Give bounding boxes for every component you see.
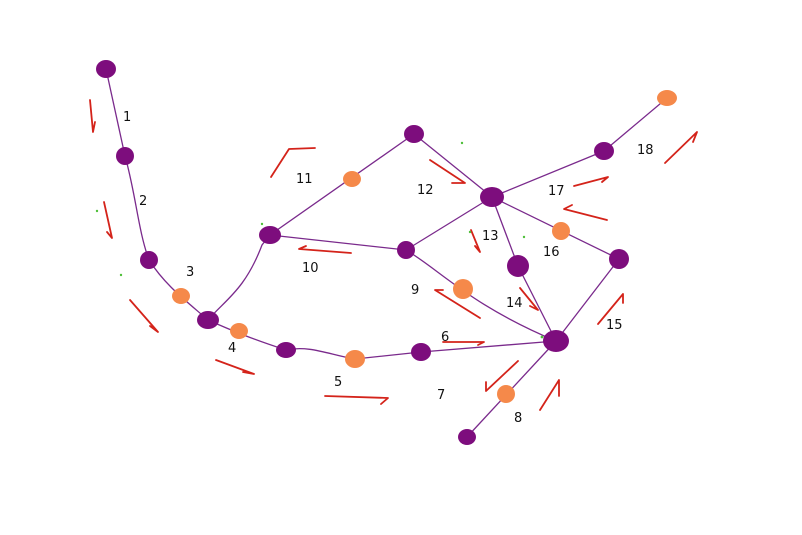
edge-label-11: 11 xyxy=(296,172,313,187)
midpoint-node xyxy=(453,279,473,299)
junction-node xyxy=(140,251,158,269)
direction-arrow-13 xyxy=(470,229,481,253)
edge-10-line xyxy=(269,234,407,251)
direction-arrow-17 xyxy=(573,176,609,187)
edge-11-line xyxy=(207,133,415,321)
edge-label-3: 3 xyxy=(186,265,194,280)
edge-4-line xyxy=(207,319,287,351)
edge-label-18: 18 xyxy=(637,143,654,158)
edge-label-6: 6 xyxy=(441,330,449,345)
direction-arrow-7 xyxy=(485,360,519,392)
junction-node xyxy=(543,330,569,352)
direction-arrow-14 xyxy=(519,287,539,311)
junction-node xyxy=(411,343,431,361)
edge-number-labels: 1 2 3 4 5 6 7 8 9 10 11 12 13 14 15 16 1… xyxy=(123,110,654,426)
direction-arrow-12 xyxy=(429,159,466,184)
edge-lines xyxy=(105,68,668,438)
edge-label-1: 1 xyxy=(123,110,131,125)
edge-label-15: 15 xyxy=(606,318,623,333)
edge-18-line xyxy=(603,97,668,152)
midpoint-node xyxy=(172,288,190,304)
direction-arrow-16 xyxy=(563,204,608,221)
edge-label-8: 8 xyxy=(514,411,522,426)
junction-node xyxy=(116,147,134,165)
edge-13-line xyxy=(405,196,493,251)
midpoint-node xyxy=(230,323,248,339)
junction-node xyxy=(507,255,529,277)
edge-label-14: 14 xyxy=(506,296,523,311)
junction-node xyxy=(197,311,219,329)
midpoint-node xyxy=(345,350,365,368)
edge-label-4: 4 xyxy=(228,341,236,356)
midpoint-nodes xyxy=(172,90,677,403)
junction-nodes xyxy=(96,60,629,445)
direction-arrow-8 xyxy=(539,379,560,411)
edge-label-12: 12 xyxy=(417,183,434,198)
junction-node xyxy=(276,342,296,358)
direction-arrow-10 xyxy=(298,245,352,254)
junction-node xyxy=(404,125,424,143)
edge-1-line xyxy=(105,68,126,157)
midpoint-node xyxy=(497,385,515,403)
direction-arrow-9 xyxy=(434,289,481,319)
junction-node xyxy=(594,142,614,160)
direction-arrow-5 xyxy=(324,395,389,405)
direction-arrow-11 xyxy=(270,147,316,178)
edge-15-line xyxy=(555,258,620,342)
direction-arrow-15 xyxy=(597,293,624,325)
direction-arrow-18 xyxy=(664,131,698,164)
direction-arrows xyxy=(89,99,698,411)
direction-arrow-3 xyxy=(129,299,159,333)
edge-6-line xyxy=(420,340,557,353)
edge-label-10: 10 xyxy=(302,261,319,276)
midpoint-node xyxy=(552,222,570,240)
direction-arrow-1 xyxy=(89,99,96,133)
junction-node xyxy=(458,429,476,445)
junction-node xyxy=(609,249,629,269)
edge-12-line xyxy=(413,133,493,198)
edge-2-line xyxy=(124,155,150,261)
direction-arrow-4 xyxy=(215,359,255,375)
edge-label-13: 13 xyxy=(482,229,499,244)
edge-label-9: 9 xyxy=(411,283,419,298)
direction-arrow-2 xyxy=(103,201,113,239)
junction-node xyxy=(480,187,504,207)
edge-label-16: 16 xyxy=(543,245,560,260)
junction-node xyxy=(96,60,116,78)
edge-label-7: 7 xyxy=(437,388,445,403)
edge-label-17: 17 xyxy=(548,184,565,199)
edge-label-2: 2 xyxy=(139,194,147,209)
direction-arrow-6 xyxy=(442,341,485,346)
edge-17-line xyxy=(491,150,605,198)
junction-node xyxy=(259,226,281,244)
edge-label-5: 5 xyxy=(334,375,342,390)
junction-node xyxy=(397,241,415,259)
midpoint-node xyxy=(657,90,677,106)
midpoint-node xyxy=(343,171,361,187)
